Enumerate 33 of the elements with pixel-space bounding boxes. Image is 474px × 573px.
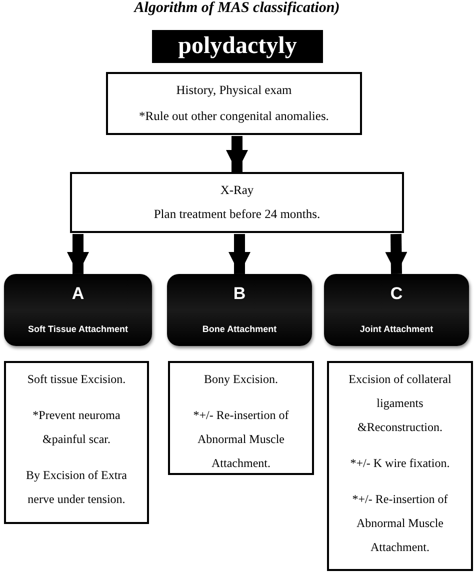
box-text: Soft tissue Excision. [27,371,126,388]
title-box [152,30,323,63]
box-text: Plan treatment before 24 months. [154,207,320,222]
box-text: *+/- Re-insertion of Abnormal Muscle Attachment. [192,407,290,472]
process-box [70,172,404,233]
category-letter: B [233,284,246,304]
diagram-title: Algorithm of MAS classification) [132,0,341,17]
box-text: History, Physical exam [176,83,292,98]
box-text: *+/- Re-insertion of Abnormal Muscle Attachment. [351,491,449,556]
title-text: polydactyly [178,33,297,60]
category-letter: A [72,284,84,304]
block-arrow [67,234,89,274]
treatment-box [168,361,314,475]
category-label: Bone Attachment [202,324,277,334]
category-label: Joint Attachment [360,324,434,334]
category-letter: C [390,284,403,304]
process-box [106,72,362,135]
box-text: *Prevent neuroma &painful scar. [32,407,122,448]
category-label: Soft Tissue Attachment [28,324,128,334]
category-box [167,274,312,346]
block-arrow [228,234,250,274]
category-box [4,274,152,346]
category-box [324,274,469,346]
box-text: X-Ray [220,182,254,198]
box-text: Bony Excision. [204,371,278,388]
box-text: *Rule out other congenital anomalies. [139,108,329,124]
block-arrow [226,136,248,172]
treatment-box [4,361,149,524]
box-text: *+/- K wire fixation. [350,455,450,472]
block-arrow [385,234,408,274]
box-text: By Excision of Extra nerve under tension. [25,467,128,508]
treatment-box [327,361,473,571]
box-text: Excision of collateral ligaments &Reconstruction. [348,371,452,436]
